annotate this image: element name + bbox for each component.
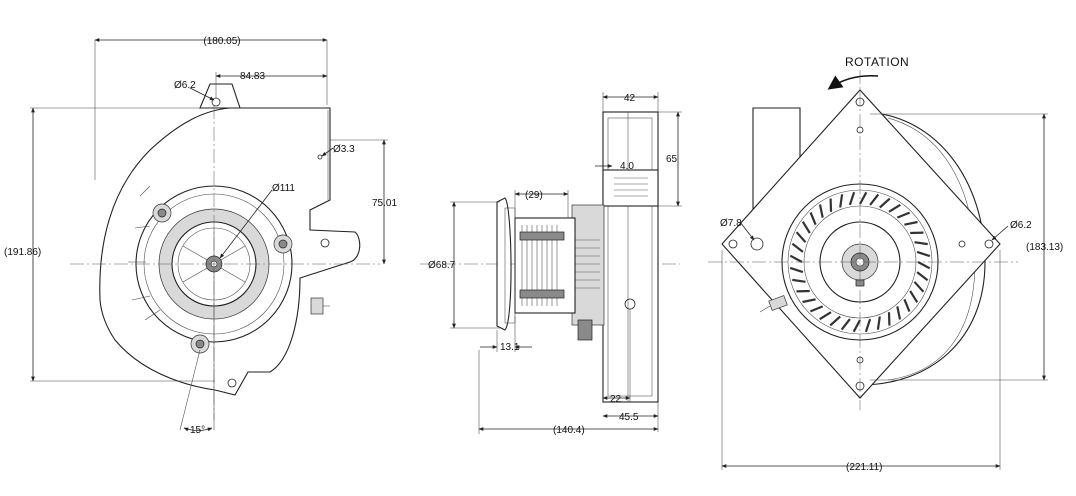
impeller-blade xyxy=(819,311,832,321)
dim-side-13: 13.1 xyxy=(500,342,520,353)
impeller-blade xyxy=(903,298,911,313)
impeller-blade xyxy=(852,319,861,333)
impeller-blade xyxy=(888,203,901,213)
front-view: (180.05) 84.83 Ø6.2 Ø3.3 Ø111 (191.86) 7… xyxy=(4,36,397,436)
impeller-blade xyxy=(913,281,925,293)
dim-side-4: 4.0 xyxy=(620,161,634,172)
dim-front-angle: 15° xyxy=(190,425,205,436)
dim-front-width: (180.05) xyxy=(203,36,240,47)
impeller-blade xyxy=(909,290,919,303)
impeller-blade xyxy=(859,191,868,205)
impeller-blade xyxy=(789,266,804,274)
dim-side-42: 42 xyxy=(624,93,636,104)
impeller-blade xyxy=(917,261,931,270)
impeller-blade xyxy=(869,193,880,206)
impeller-blade xyxy=(840,318,851,331)
dim-front-outlet: 75.01 xyxy=(372,198,397,209)
dim-front-small-hole: Ø3.3 xyxy=(333,144,355,155)
dim-side-22: 22 xyxy=(610,394,622,405)
impeller-blade xyxy=(896,306,902,320)
dim-back-hole-left: Ø7.8 xyxy=(720,218,742,229)
dim-front-height: (191.86) xyxy=(4,247,41,258)
dim-side-29: (29) xyxy=(525,190,543,201)
dim-back-height: (183.13) xyxy=(1026,242,1063,253)
impeller-blade xyxy=(809,305,824,313)
dim-front-offset: 84.83 xyxy=(240,71,265,82)
impeller-blade xyxy=(791,242,804,253)
impeller-blade xyxy=(801,221,811,234)
impeller-blade xyxy=(839,194,844,208)
impeller-blade xyxy=(896,211,911,219)
impeller-blade xyxy=(916,250,931,258)
dim-front-hole: Ø6.2 xyxy=(174,80,196,91)
dim-side-65: 65 xyxy=(666,154,678,165)
side-view: 42 65 4.0 (29) Ø68.7 13.1 22 45.5 xyxy=(420,92,682,436)
impeller-blade xyxy=(829,315,841,327)
dim-back-width: (221.11) xyxy=(846,462,883,473)
impeller-blade xyxy=(904,220,918,226)
impeller-blade xyxy=(879,197,891,209)
dim-side-45: 45.5 xyxy=(619,412,639,423)
impeller-blade xyxy=(802,298,816,304)
impeller-blade xyxy=(795,231,807,243)
impeller-blade xyxy=(864,318,872,333)
back-view: ROTATION Ø7.8 xyxy=(708,55,1063,473)
impeller-blade xyxy=(792,278,806,283)
rotation-label: ROTATION xyxy=(845,55,909,69)
impeller-blade xyxy=(914,241,928,246)
impeller-blade xyxy=(809,211,817,226)
dim-side-dia: Ø68.7 xyxy=(428,260,456,271)
impeller-blade xyxy=(916,271,929,282)
rotation-arrow-icon xyxy=(827,74,879,90)
dim-front-bore: Ø111 xyxy=(272,183,295,194)
impeller-blade xyxy=(876,316,881,330)
dim-back-hole-right: Ø6.2 xyxy=(1010,220,1032,231)
impeller-blade xyxy=(789,254,803,263)
dim-side-total: (140.4) xyxy=(553,425,585,436)
impeller-blade xyxy=(848,191,856,206)
impeller-blade xyxy=(818,204,824,218)
